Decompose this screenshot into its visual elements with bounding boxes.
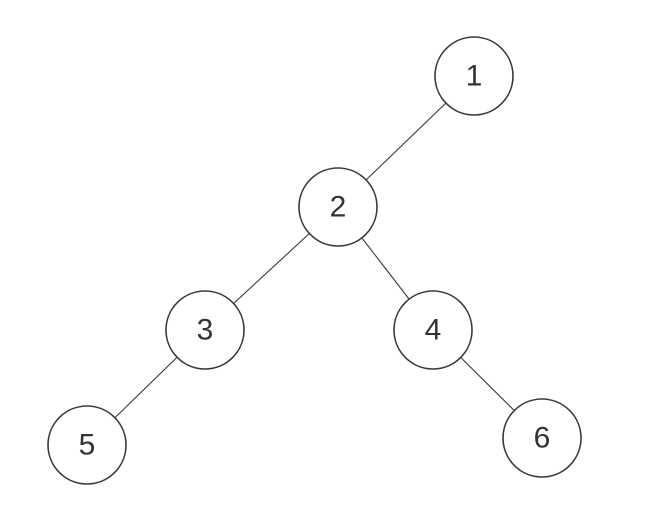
- tree-node-4: 4: [393, 290, 473, 370]
- node-label: 2: [330, 191, 347, 224]
- tree-node-1: 1: [434, 36, 514, 116]
- node-label: 3: [197, 314, 214, 347]
- node-circle: [298, 167, 378, 247]
- node-circle: [165, 290, 245, 370]
- tree-node-5: 5: [47, 405, 127, 485]
- tree-node-6: 6: [502, 398, 582, 478]
- node-label: 4: [425, 314, 442, 347]
- node-label: 6: [534, 422, 551, 455]
- node-label: 1: [466, 60, 483, 93]
- node-circle: [47, 405, 127, 485]
- tree-node-3: 3: [165, 290, 245, 370]
- tree-node-2: 2: [298, 167, 378, 247]
- node-circle: [393, 290, 473, 370]
- node-circle: [434, 36, 514, 116]
- node-circle: [502, 398, 582, 478]
- node-label: 5: [79, 429, 96, 462]
